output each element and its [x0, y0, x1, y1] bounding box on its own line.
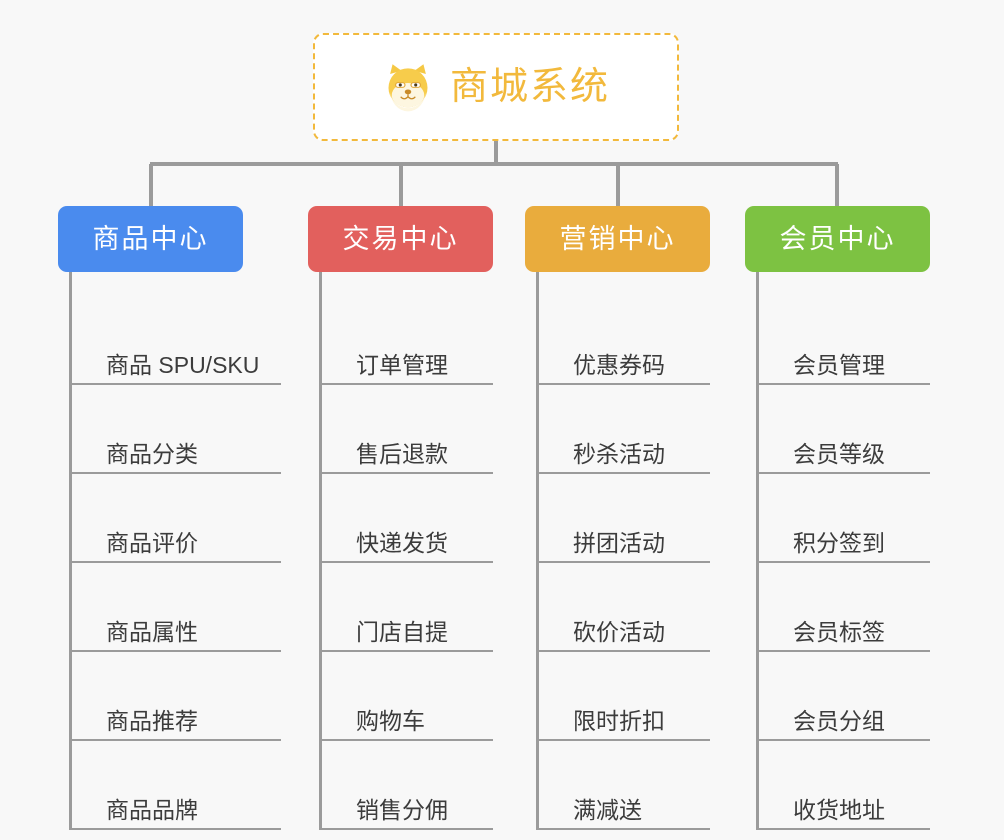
leaf-list-member: 会员管理 会员等级 积分签到 会员标签 会员分组 收货地址 — [756, 272, 930, 830]
leaf-item[interactable]: 门店自提 — [322, 563, 493, 652]
leaf-item[interactable]: 收货地址 — [759, 741, 930, 830]
leaf-label: 限时折扣 — [573, 708, 665, 734]
leaf-label: 商品 SPU/SKU — [106, 352, 260, 378]
leaf-item[interactable]: 限时折扣 — [539, 652, 710, 741]
leaf-item[interactable]: 购物车 — [322, 652, 493, 741]
root-node[interactable]: 商城系统 — [313, 33, 679, 141]
branch-label: 商品中心 — [92, 223, 209, 254]
leaf-item[interactable]: 商品评价 — [72, 474, 282, 563]
leaf-item[interactable]: 满减送 — [539, 741, 710, 830]
leaf-label: 会员标签 — [793, 619, 885, 645]
branch-label: 会员中心 — [779, 223, 896, 254]
leaf-label: 商品品牌 — [106, 797, 198, 823]
branch-label: 交易中心 — [342, 223, 459, 254]
branch-label: 营销中心 — [559, 223, 676, 254]
leaf-label: 商品属性 — [106, 619, 198, 645]
leaf-label: 商品评价 — [106, 530, 198, 556]
leaf-item[interactable]: 售后退款 — [322, 385, 493, 474]
leaf-item[interactable]: 快递发货 — [322, 474, 493, 563]
leaf-label: 快递发货 — [356, 530, 448, 556]
shiba-dog-icon — [388, 64, 428, 112]
leaf-list-trade: 订单管理 售后退款 快递发货 门店自提 购物车 销售分佣 — [319, 272, 493, 830]
root-title: 商城系统 — [449, 66, 610, 108]
leaf-label: 销售分佣 — [356, 797, 448, 823]
leaf-label: 积分签到 — [793, 530, 885, 556]
leaf-label: 秒杀活动 — [573, 441, 665, 467]
leaf-label: 收货地址 — [793, 797, 885, 823]
leaf-item[interactable]: 会员等级 — [759, 385, 930, 474]
leaf-label: 商品分类 — [106, 441, 198, 467]
leaf-item[interactable]: 商品推荐 — [72, 652, 282, 741]
leaf-item[interactable]: 商品 SPU/SKU — [72, 296, 282, 385]
leaf-item[interactable]: 秒杀活动 — [539, 385, 710, 474]
leaf-item[interactable]: 商品属性 — [72, 563, 282, 652]
branch-trade: 交易中心 订单管理 售后退款 快递发货 门店自提 购物车 销售分佣 — [308, 206, 493, 830]
leaf-label: 优惠券码 — [573, 352, 665, 378]
leaf-label: 售后退款 — [356, 441, 448, 467]
leaf-list-marketing: 优惠券码 秒杀活动 拼团活动 砍价活动 限时折扣 满减送 — [536, 272, 710, 830]
leaf-item[interactable]: 会员管理 — [759, 296, 930, 385]
leaf-item[interactable]: 商品分类 — [72, 385, 282, 474]
branch-header-member[interactable]: 会员中心 — [745, 206, 930, 272]
leaf-label: 购物车 — [356, 708, 425, 734]
leaf-item[interactable]: 积分签到 — [759, 474, 930, 563]
leaf-item[interactable]: 会员标签 — [759, 563, 930, 652]
branch-header-trade[interactable]: 交易中心 — [308, 206, 493, 272]
leaf-item[interactable]: 订单管理 — [322, 296, 493, 385]
branch-products: 商品中心 商品 SPU/SKU 商品分类 商品评价 商品属性 商品推荐 商品品牌 — [58, 206, 282, 830]
branch-header-marketing[interactable]: 营销中心 — [525, 206, 710, 272]
leaf-label: 砍价活动 — [573, 619, 665, 645]
leaf-label: 商品推荐 — [106, 708, 198, 734]
leaf-item[interactable]: 拼团活动 — [539, 474, 710, 563]
leaf-label: 会员等级 — [793, 441, 885, 467]
branch-member: 会员中心 会员管理 会员等级 积分签到 会员标签 会员分组 收货地址 — [745, 206, 930, 830]
leaf-label: 门店自提 — [356, 619, 448, 645]
leaf-item[interactable]: 优惠券码 — [539, 296, 710, 385]
leaf-label: 拼团活动 — [573, 530, 665, 556]
leaf-label: 满减送 — [573, 797, 642, 823]
leaf-item[interactable]: 砍价活动 — [539, 563, 710, 652]
leaf-item[interactable]: 商品品牌 — [72, 741, 282, 830]
leaf-list-products: 商品 SPU/SKU 商品分类 商品评价 商品属性 商品推荐 商品品牌 — [69, 272, 282, 830]
branch-marketing: 营销中心 优惠券码 秒杀活动 拼团活动 砍价活动 限时折扣 满减送 — [525, 206, 710, 830]
leaf-item[interactable]: 会员分组 — [759, 652, 930, 741]
leaf-label: 订单管理 — [356, 352, 448, 378]
leaf-item[interactable]: 销售分佣 — [322, 741, 493, 830]
leaf-label: 会员管理 — [793, 352, 885, 378]
branch-header-products[interactable]: 商品中心 — [58, 206, 243, 272]
leaf-label: 会员分组 — [793, 708, 885, 734]
